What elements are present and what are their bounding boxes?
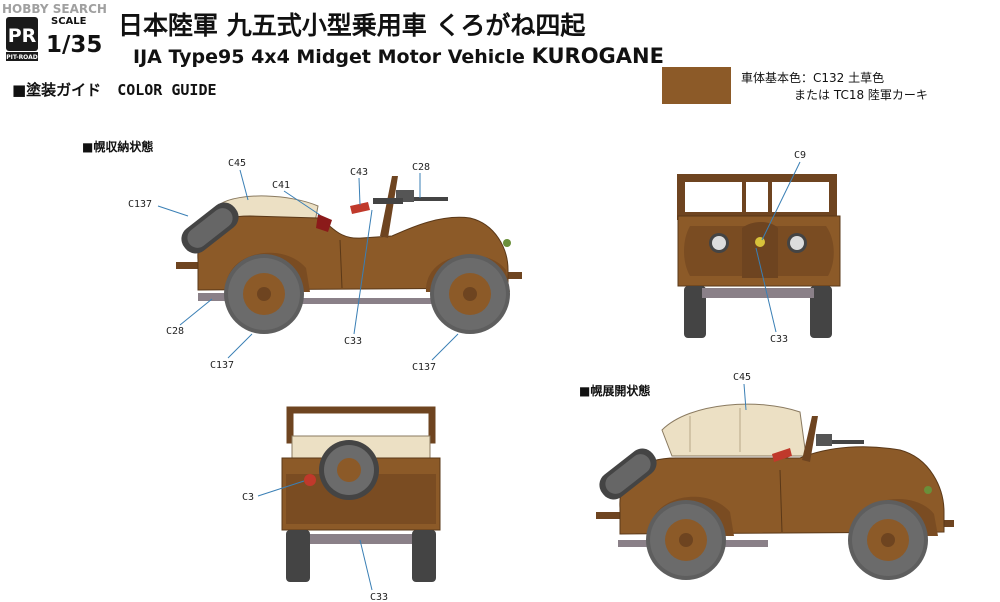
scale-value: 1/35 [46,32,102,58]
title-japanese: 日本陸軍 九五式小型乗用車 くろがね四起 [118,11,586,40]
callout-front-c9: C9 [794,150,806,161]
color-guide-heading: ■塗装ガイド COLOR GUIDE [12,81,217,99]
scale-label: SCALE [51,16,87,27]
body-color-line2: または TC18 陸軍カーキ [794,88,928,102]
logo-letters: PR [8,25,37,47]
callout-rear-c33: C33 [370,592,388,602]
brand-name: PIT-ROAD [6,54,38,61]
title-english: IJA Type95 4x4 Midget Motor Vehicle KURO… [133,44,664,68]
pit-road-logo: PR PIT-ROAD [6,17,38,61]
deployed-spare-wheel [599,448,657,500]
front-view-callouts: C9 C33 [755,150,806,345]
rear-view-vehicle [281,406,441,582]
title-english-name: KUROGANE [532,44,664,68]
callout-side-c45: C45 [228,158,246,169]
callout-deployed-c45: C45 [733,372,751,383]
callout-side-c41: C41 [272,180,290,191]
rear-view-callouts: C3 C33 [242,480,388,602]
callout-side-c137-front-wheel: C137 [412,362,436,373]
callout-side-c33: C33 [344,336,362,347]
color-guide-heading-jp: ■塗装ガイド [12,81,101,99]
deployed-top-heading: ■幌展開状態 [579,383,650,398]
callout-rear-c3: C3 [242,492,254,503]
color-guide-heading-en: COLOR GUIDE [117,81,216,99]
deployed-view-vehicle [596,403,954,580]
side-spare-wheel [181,202,239,254]
side-view-vehicle [176,176,522,334]
callout-front-c33: C33 [770,334,788,345]
callout-side-c137-rear-wheel: C137 [210,360,234,371]
body-color-swatch [662,67,731,104]
folded-top-heading: ■幌収納状態 [82,139,153,154]
body-color-line1: 車体基本色：C132 土草色 [741,71,884,85]
front-view-vehicle [677,174,841,338]
side-view-callouts: C45 C43 C28 C41 C137 C28 C33 C137 C137 [128,158,459,373]
callout-side-c28-top: C28 [412,162,430,173]
title-english-prefix: IJA Type95 4x4 Midget Motor Vehicle [133,46,532,68]
callout-side-c28-bottom: C28 [166,326,184,337]
watermark-text: HOBBY SEARCH [2,2,107,16]
callout-side-c43: C43 [350,167,368,178]
callout-side-c137-left: C137 [128,199,152,210]
deployed-view-callouts: C45 [733,372,751,411]
